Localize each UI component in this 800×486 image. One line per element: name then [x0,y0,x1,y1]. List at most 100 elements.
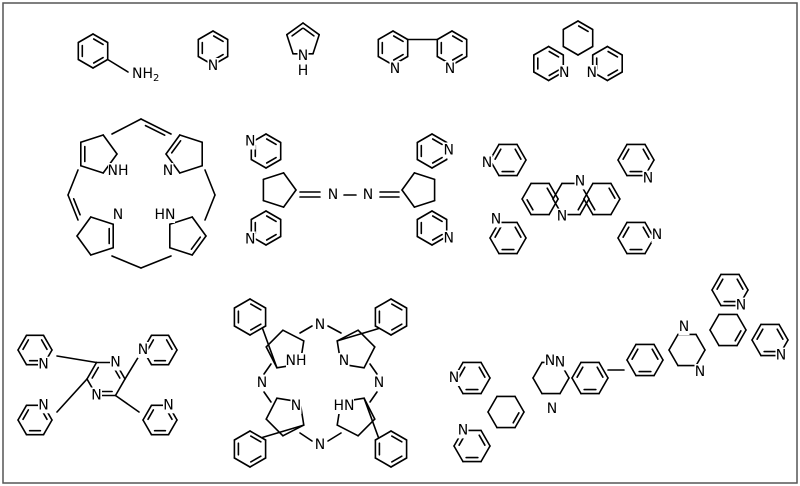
hydrazone-n-label-5: N [443,143,453,159]
dppz-l-pyr-a-double [458,366,466,379]
atom-label-backdrop [444,61,456,77]
porphyrin-pyrrole-ring [90,247,114,256]
phenanthroline-left-ring-double [548,50,560,58]
pc-benzo-ring [390,325,408,336]
pc-fusion-bond [363,397,380,439]
tad-n-label-rb: N [652,227,662,243]
dppz-l-center-double [512,411,520,424]
hydrazone-right-five-ring [401,172,416,191]
tpp-pyridyl-ll-double [22,409,30,421]
porphyrin-meso-bond [67,194,79,221]
hydrazone-left-ring-top [250,158,267,169]
dppz-l-pyr-a-n-label: N [449,370,459,386]
dppz-l-pyr-b-double [478,434,486,447]
tpp-n-label-bottom: N [91,388,101,404]
atom-label-backdrop [362,187,374,203]
porphyrin-meso-bond [140,118,172,135]
hydrazone-right-ring-bottom-double [431,215,443,223]
hydrazone-left-ring-bottom [250,210,267,221]
pc-fusion-bond [336,327,380,342]
tad-middle-right [583,182,594,200]
bipyridine-ring-a-double [392,53,404,61]
tad-n-label-top: N [575,173,585,189]
dppz-l-pyr-b [453,445,464,463]
pc-benzo-ring [233,298,251,309]
pc-benzo-ring [374,325,392,336]
hydrazone-right-ring-top-double [431,138,443,146]
pc-bridge-bond [327,325,342,334]
atom-label-backdrop [286,353,306,369]
phenanthroline-left-ring [532,45,550,56]
porphyrin-meso-bond [111,118,142,135]
atom-label-backdrop [558,65,570,81]
bipyridine-ring-a [392,30,409,41]
tad-n-label-bottom: N [557,209,567,225]
porphyrin-double [170,140,182,154]
dppz-r-benzo [653,343,664,361]
tpp-pyridyl-ur [167,334,178,351]
dppz-r-pyr-a [711,273,722,291]
aniline-ring [92,33,109,44]
dppz-l-pz-n-bottom: N [547,401,557,417]
atom-label-backdrop [481,155,493,171]
tpp-link-bond [56,355,98,364]
tad-outer-left-bottom [516,237,527,255]
tad-middle-right [610,198,621,216]
pc-benzo-ring-double [250,303,262,311]
bipyridine-ring-b [451,30,468,41]
phenanthroline-right-ring [606,45,624,56]
hydrazone-n-label-4: N [363,187,373,203]
porphyrin-pyrrole-ring [76,235,92,256]
tad-n-label-lb: N [491,211,501,227]
atom-label-backdrop [244,133,256,150]
atom-label-backdrop [137,342,149,358]
atom-label-backdrop [314,317,326,333]
phenanthroline-center-ring-double [577,25,589,33]
tpp-link-bond [56,378,88,413]
porphyrin-meso-bond [67,169,79,196]
porphyrin-pyrrole-ring [90,216,114,225]
tpp-link-bond [124,355,140,380]
pc-benzo-ring [374,298,392,309]
porphyrin-pyrrole-ring [80,165,104,174]
dppz-l-pyr-a [480,377,491,395]
hydrazone-left-ring-top-double [265,138,277,146]
porphyrin-meso-bond [204,194,216,221]
tpp-pyridyl-ul-n-label: N [38,357,48,373]
hydrazone-left-ring-top [265,158,282,169]
hydrazone-n-label-2: N [245,232,255,248]
pc-benzo-ring-double [390,323,403,331]
porphyrin-nh-label-a: NH [108,163,129,179]
pc-pyrrole-ring [265,418,284,437]
atom-label-backdrop [207,58,219,74]
dppz-l-pyr-b-n-label: N [458,422,468,438]
hydrazone-left-five-ring [262,172,285,181]
porphyrin-n-label-a: N [163,163,173,179]
tad-middle-left-double [526,199,534,211]
porphyrin-pyrrole-ring [102,134,118,155]
tad-outer-right-top [644,143,655,161]
dppz-r-center-double [734,329,742,342]
tpp-pyridyl-ll-n-label: N [38,397,48,413]
dppz-r-pz [695,333,706,351]
tpp-pyrazine-ring [114,378,126,397]
tpp-pyridyl-lr [142,419,153,436]
pc-bridge-bond [369,363,378,375]
pyridine-n-label: N [208,58,218,74]
hydrazone-right-five-ring [401,189,416,208]
dppz-r-center [736,313,747,331]
pc-bridge-bond [299,432,313,442]
porphyrin-pyrrole-ring [191,216,207,237]
phenanthroline-left-ring [532,71,550,82]
dppz-r-pyr-b-n-label: N [776,348,786,364]
hydrazone-left-five-ring [262,199,285,208]
phenanthroline-right-ring [591,45,609,56]
dppz-l-pyr-b [480,429,491,447]
tad-n-label-rt: N [643,171,653,187]
dppz-l-pyr-b [480,445,491,463]
bipyridine-n-label-a: N [390,61,400,77]
phenanthroline-left-ring-double [548,69,560,77]
tpp-pyridyl-lr [142,404,153,421]
pc-benzo-ring-double [250,323,262,331]
